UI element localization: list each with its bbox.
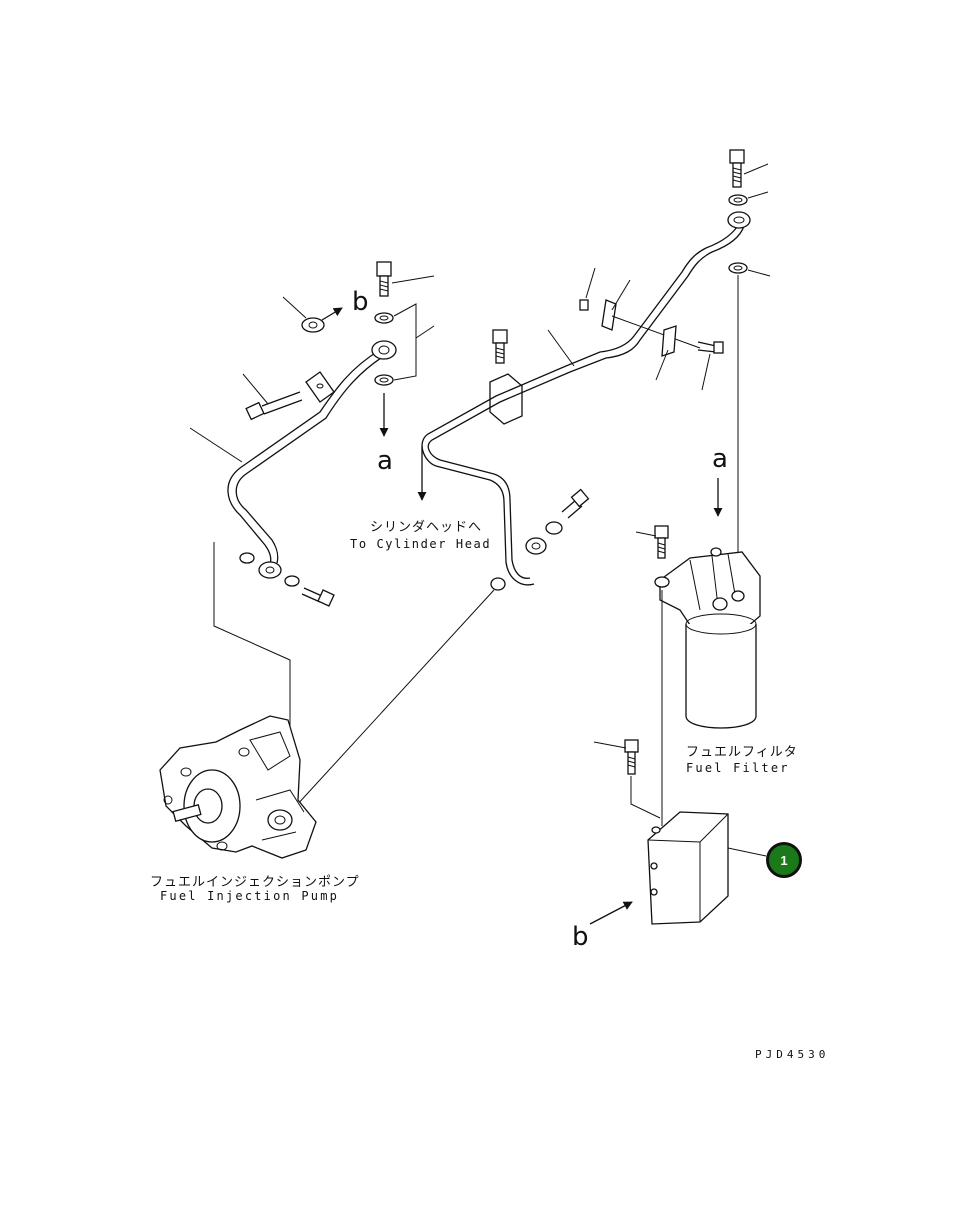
- callout-number: 1: [780, 852, 788, 868]
- drawing-code: PJD4530: [755, 1048, 830, 1061]
- center-fuel-pipe-assembly: [295, 149, 771, 807]
- washer-icon: [301, 317, 325, 333]
- bolt-icon: [245, 391, 303, 421]
- callout-item-1[interactable]: 1: [766, 842, 802, 878]
- bolt-icon: [376, 261, 392, 297]
- marker-b-bottom: b: [572, 922, 589, 952]
- marker-b-top: b: [352, 287, 369, 317]
- fuel-injection-pump: [159, 715, 317, 859]
- bolt-icon: [729, 149, 745, 188]
- marker-a-top: a: [377, 446, 393, 476]
- washer-icon: [374, 374, 394, 386]
- bolt-icon: [697, 341, 724, 354]
- fuel-filter-label-jp: フュエルフィルタ: [686, 745, 798, 760]
- washer-icon: [374, 312, 394, 324]
- washer-icon: [728, 194, 748, 206]
- filter-bracket: [589, 739, 767, 925]
- bolt-icon: [492, 329, 508, 364]
- cylinder-head-label-en: To Cylinder Head: [350, 537, 492, 551]
- bolt-icon: [624, 739, 639, 775]
- injection-pump-label-en: Fuel Injection Pump: [160, 889, 340, 903]
- bolt-icon: [561, 488, 590, 519]
- bolt-icon: [301, 587, 335, 607]
- fuel-filter-label-en: Fuel Filter: [686, 761, 790, 775]
- cylinder-head-label-jp: シリンダヘッドへ: [370, 520, 483, 535]
- left-fuel-pipe-assembly: [189, 261, 435, 780]
- washer-icon: [728, 262, 748, 274]
- injection-pump-label-jp: フュエルインジェクションポンプ: [150, 875, 360, 890]
- bolt-icon: [654, 525, 669, 559]
- marker-a-right: a: [712, 444, 728, 474]
- fuel-filter: [635, 478, 761, 826]
